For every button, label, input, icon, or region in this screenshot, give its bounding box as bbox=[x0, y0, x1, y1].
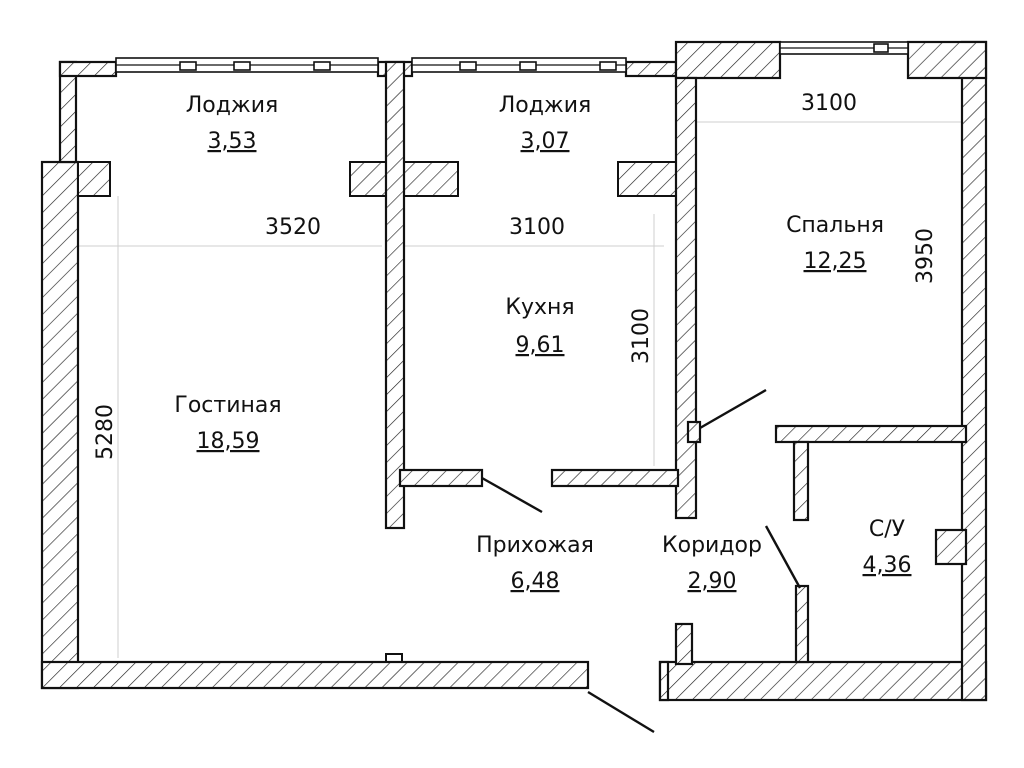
wall-kitchen-bedroom bbox=[674, 76, 698, 520]
room-area-hallway: 6,48 bbox=[511, 569, 560, 594]
room-labels: Лоджия 3,53 Лоджия 3,07 Спальня 12,25 Ку… bbox=[174, 93, 911, 594]
room-area-corridor: 2,90 bbox=[688, 569, 737, 594]
dimension-guides bbox=[78, 121, 962, 658]
room-area-loggia-left: 3,53 bbox=[208, 129, 257, 154]
room-name-kitchen: Кухня bbox=[505, 295, 574, 320]
wall-loggia-top-left bbox=[58, 60, 118, 78]
wall-corridor-stub bbox=[674, 622, 694, 666]
room-area-kitchen: 9,61 bbox=[516, 333, 565, 358]
wall-kitchen-bottom-right bbox=[550, 468, 680, 488]
dim-living-depth: 5280 bbox=[93, 404, 118, 460]
wall-marker bbox=[385, 653, 403, 663]
room-name-hallway: Прихожая bbox=[476, 533, 594, 558]
dim-kitchen-depth: 3100 bbox=[629, 308, 654, 364]
room-name-corridor: Коридор bbox=[662, 533, 762, 558]
door-bedroom bbox=[699, 388, 767, 430]
room-name-living: Гостиная bbox=[174, 393, 281, 418]
wall-bedroom-bottom bbox=[774, 424, 968, 444]
doors bbox=[481, 388, 802, 734]
room-area-bathroom: 4,36 bbox=[863, 553, 912, 578]
wall-bath-lower bbox=[794, 584, 810, 664]
wall-living-kitchen bbox=[384, 60, 406, 530]
door-entrance bbox=[587, 690, 655, 734]
room-name-bedroom: Спальня bbox=[786, 213, 884, 238]
wall-loggia-top-right bbox=[624, 60, 678, 78]
wall-right bbox=[960, 40, 988, 702]
dim-bedroom-depth: 3950 bbox=[913, 228, 938, 284]
dimension-labels: 3520 3100 3100 3100 3950 5280 bbox=[93, 91, 938, 460]
wall-bottom-right-lip bbox=[658, 660, 670, 702]
dim-living-width: 3520 bbox=[265, 215, 321, 240]
windows bbox=[115, 41, 909, 73]
wall-bedroom-top-right bbox=[906, 40, 988, 80]
dim-kitchen-width: 3100 bbox=[509, 215, 565, 240]
wall-bath-upper bbox=[792, 440, 810, 522]
door-bath bbox=[764, 525, 802, 589]
wall-kitchen-bedroom-jog bbox=[686, 420, 702, 444]
wall-bottom-living bbox=[40, 660, 590, 690]
wall-vent-shaft bbox=[934, 528, 968, 566]
wall-left bbox=[40, 160, 80, 690]
pier-living-left bbox=[77, 161, 111, 197]
room-name-loggia-right: Лоджия bbox=[499, 93, 592, 118]
wall-bedroom-top-left bbox=[674, 40, 782, 80]
dim-bedroom-width: 3100 bbox=[801, 91, 857, 116]
room-name-bathroom: С/У bbox=[869, 517, 906, 542]
door-kitchen bbox=[481, 476, 543, 514]
pier-kitchen-right bbox=[617, 161, 677, 197]
room-name-loggia-left: Лоджия bbox=[186, 93, 279, 118]
wall-kitchen-bottom-left bbox=[398, 468, 484, 488]
walls bbox=[40, 40, 988, 702]
room-area-bedroom: 12,25 bbox=[804, 249, 867, 274]
room-area-loggia-right: 3,07 bbox=[521, 129, 570, 154]
wall-bottom-right bbox=[658, 660, 988, 702]
room-area-living: 18,59 bbox=[197, 429, 260, 454]
